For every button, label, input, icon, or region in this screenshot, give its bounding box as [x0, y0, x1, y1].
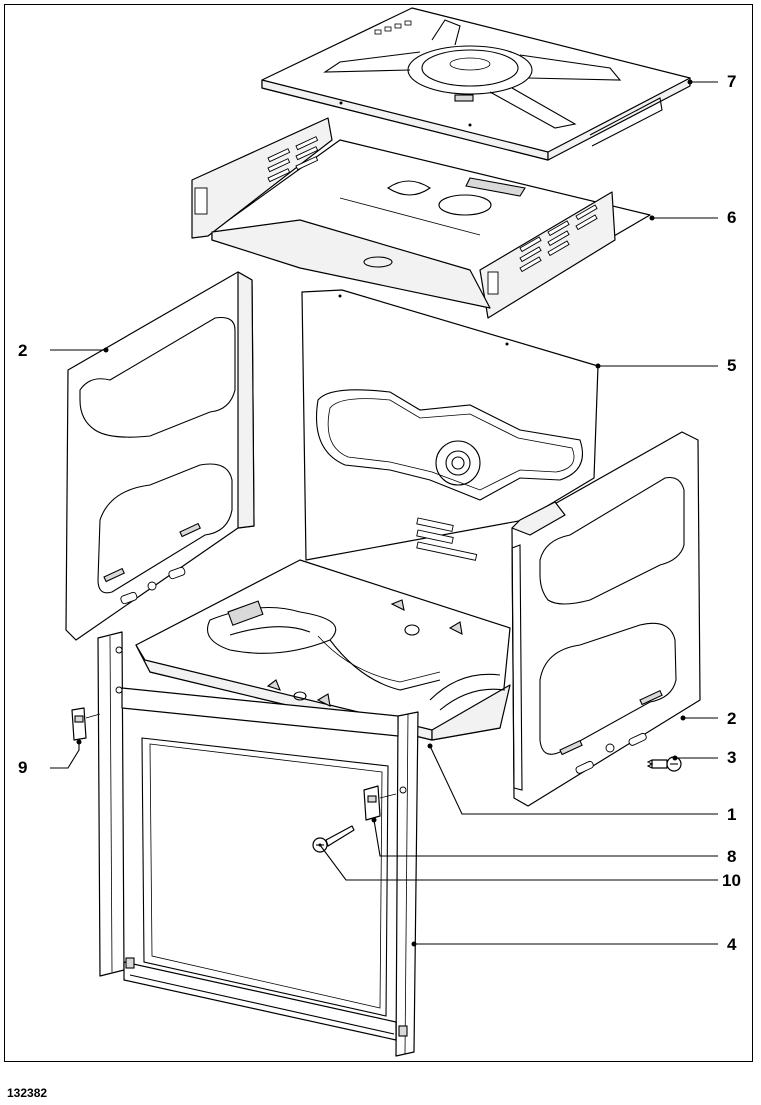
leader-lines — [50, 79, 718, 945]
rear-panel-part — [301, 289, 599, 561]
callout-2-right: 2 — [727, 709, 737, 728]
screw-front-part — [312, 825, 355, 853]
side-panel-left-part — [65, 271, 255, 641]
callout-7: 7 — [727, 72, 737, 91]
callout-5: 5 — [727, 356, 737, 375]
callout-8: 8 — [727, 847, 737, 866]
callout-3: 3 — [727, 748, 737, 767]
callout-2-left: 2 — [18, 341, 28, 360]
top-cover-part — [261, 7, 691, 161]
screw-side-part — [646, 755, 682, 772]
hinge-bracket-right-part — [363, 785, 397, 823]
front-frame-part — [97, 631, 419, 1057]
callout-10: 10 — [722, 871, 741, 890]
callout-1: 1 — [727, 805, 737, 824]
callout-6: 6 — [727, 208, 737, 227]
callout-4: 4 — [727, 935, 737, 954]
side-panel-right-part — [511, 431, 701, 807]
document-id: 132382 — [7, 1086, 48, 1100]
top-panel-part — [191, 117, 651, 319]
hinge-bracket-left-part — [71, 707, 101, 745]
callout-9: 9 — [18, 758, 28, 777]
